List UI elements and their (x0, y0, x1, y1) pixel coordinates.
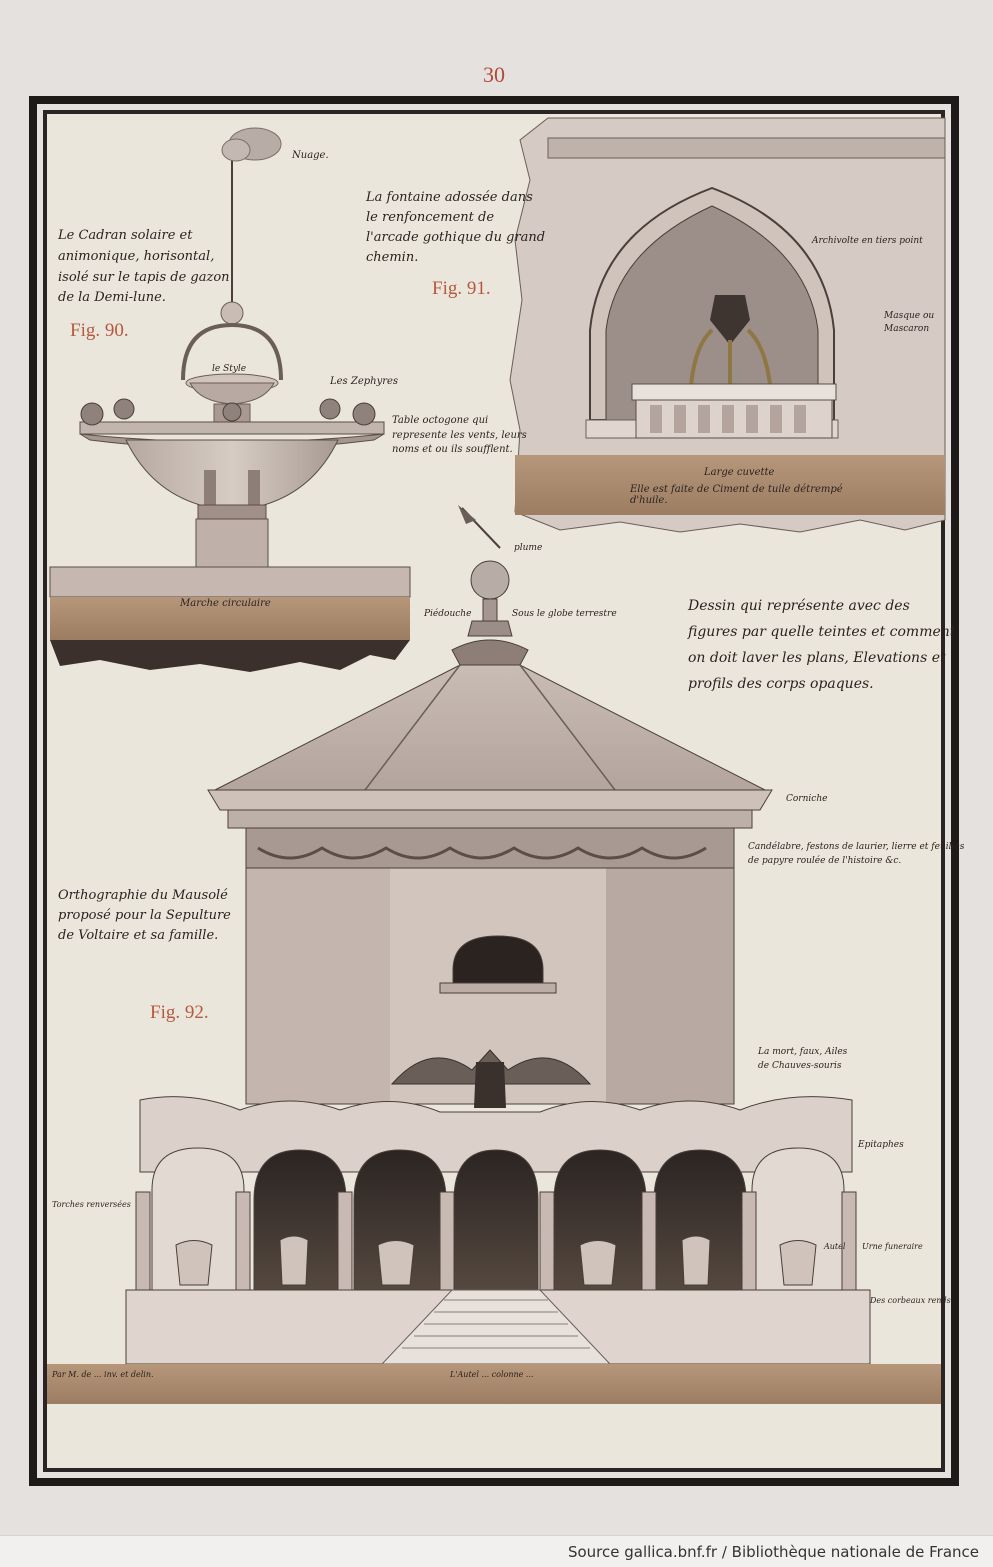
label-sous-globe: Sous le globe terrestre (512, 609, 617, 619)
signature: Par M. de ... inv. et delin. (52, 1370, 154, 1379)
label-large-cuvette: Large cuvette (704, 467, 775, 478)
label-nuage: Nuage. (292, 150, 329, 161)
label-ciment: Elle est faite de Ciment de tuile détrem… (630, 484, 843, 506)
label-masque: Masque ou Mascaron (884, 311, 935, 334)
label-autel: Autel (824, 1242, 846, 1251)
page-number: 30 (483, 62, 505, 87)
fig90-sundial (49, 127, 411, 672)
source-credit: Source gallica.bnf.fr / Bibliothèque nat… (567, 1543, 979, 1561)
fig92-mausoleum (47, 505, 941, 1404)
drawing-sheet: 30 (29, 62, 965, 1486)
label-archivolte: Archivolte en tiers point (812, 236, 923, 246)
fig91-fountain (509, 117, 946, 533)
fig92-caption: Orthographie du Mausolé proposé pour la … (58, 888, 231, 944)
label-zephyres: Les Zephyres (330, 376, 399, 387)
label-corbeaux: Des corbeaux rends (870, 1296, 951, 1305)
fig90-label: Fig. 90. (70, 320, 129, 341)
label-epitaphes: Epitaphes (858, 1140, 904, 1150)
label-candelabre: Candélabre, festons de laurier, lierre e… (748, 842, 965, 867)
source-bar: Source gallica.bnf.fr / Bibliothèque nat… (0, 1535, 993, 1567)
fig90-caption: Le Cadran solaire et animonique, horison… (58, 228, 230, 306)
drawing-caption: Dessin qui représente avec des figures p… (688, 598, 956, 692)
label-la-mort: La mort, faux, Ailes de Chauves-souris (758, 1047, 848, 1071)
label-plume: plume (514, 543, 543, 553)
label-table-octogone: Table octogone qui represente les vents,… (392, 415, 527, 455)
label-piedouche: Piédouche (424, 609, 472, 619)
label-urne: Urne funeraire (862, 1242, 923, 1251)
architectural-drawing (47, 117, 946, 1404)
fig91-label: Fig. 91. (432, 278, 491, 299)
fig92-label: Fig. 92. (150, 1002, 209, 1023)
outer-frame (29, 96, 959, 1486)
label-corniche: Corniche (786, 794, 828, 804)
label-lautel: L'Autel ... colonne ... (450, 1370, 534, 1379)
label-marche-circulaire: Marche circulaire (180, 598, 271, 609)
label-torches: Torches renversées (52, 1200, 131, 1209)
fig91-caption: La fontaine adossée dans le renfoncement… (366, 190, 546, 266)
label-style: le Style (212, 364, 247, 374)
